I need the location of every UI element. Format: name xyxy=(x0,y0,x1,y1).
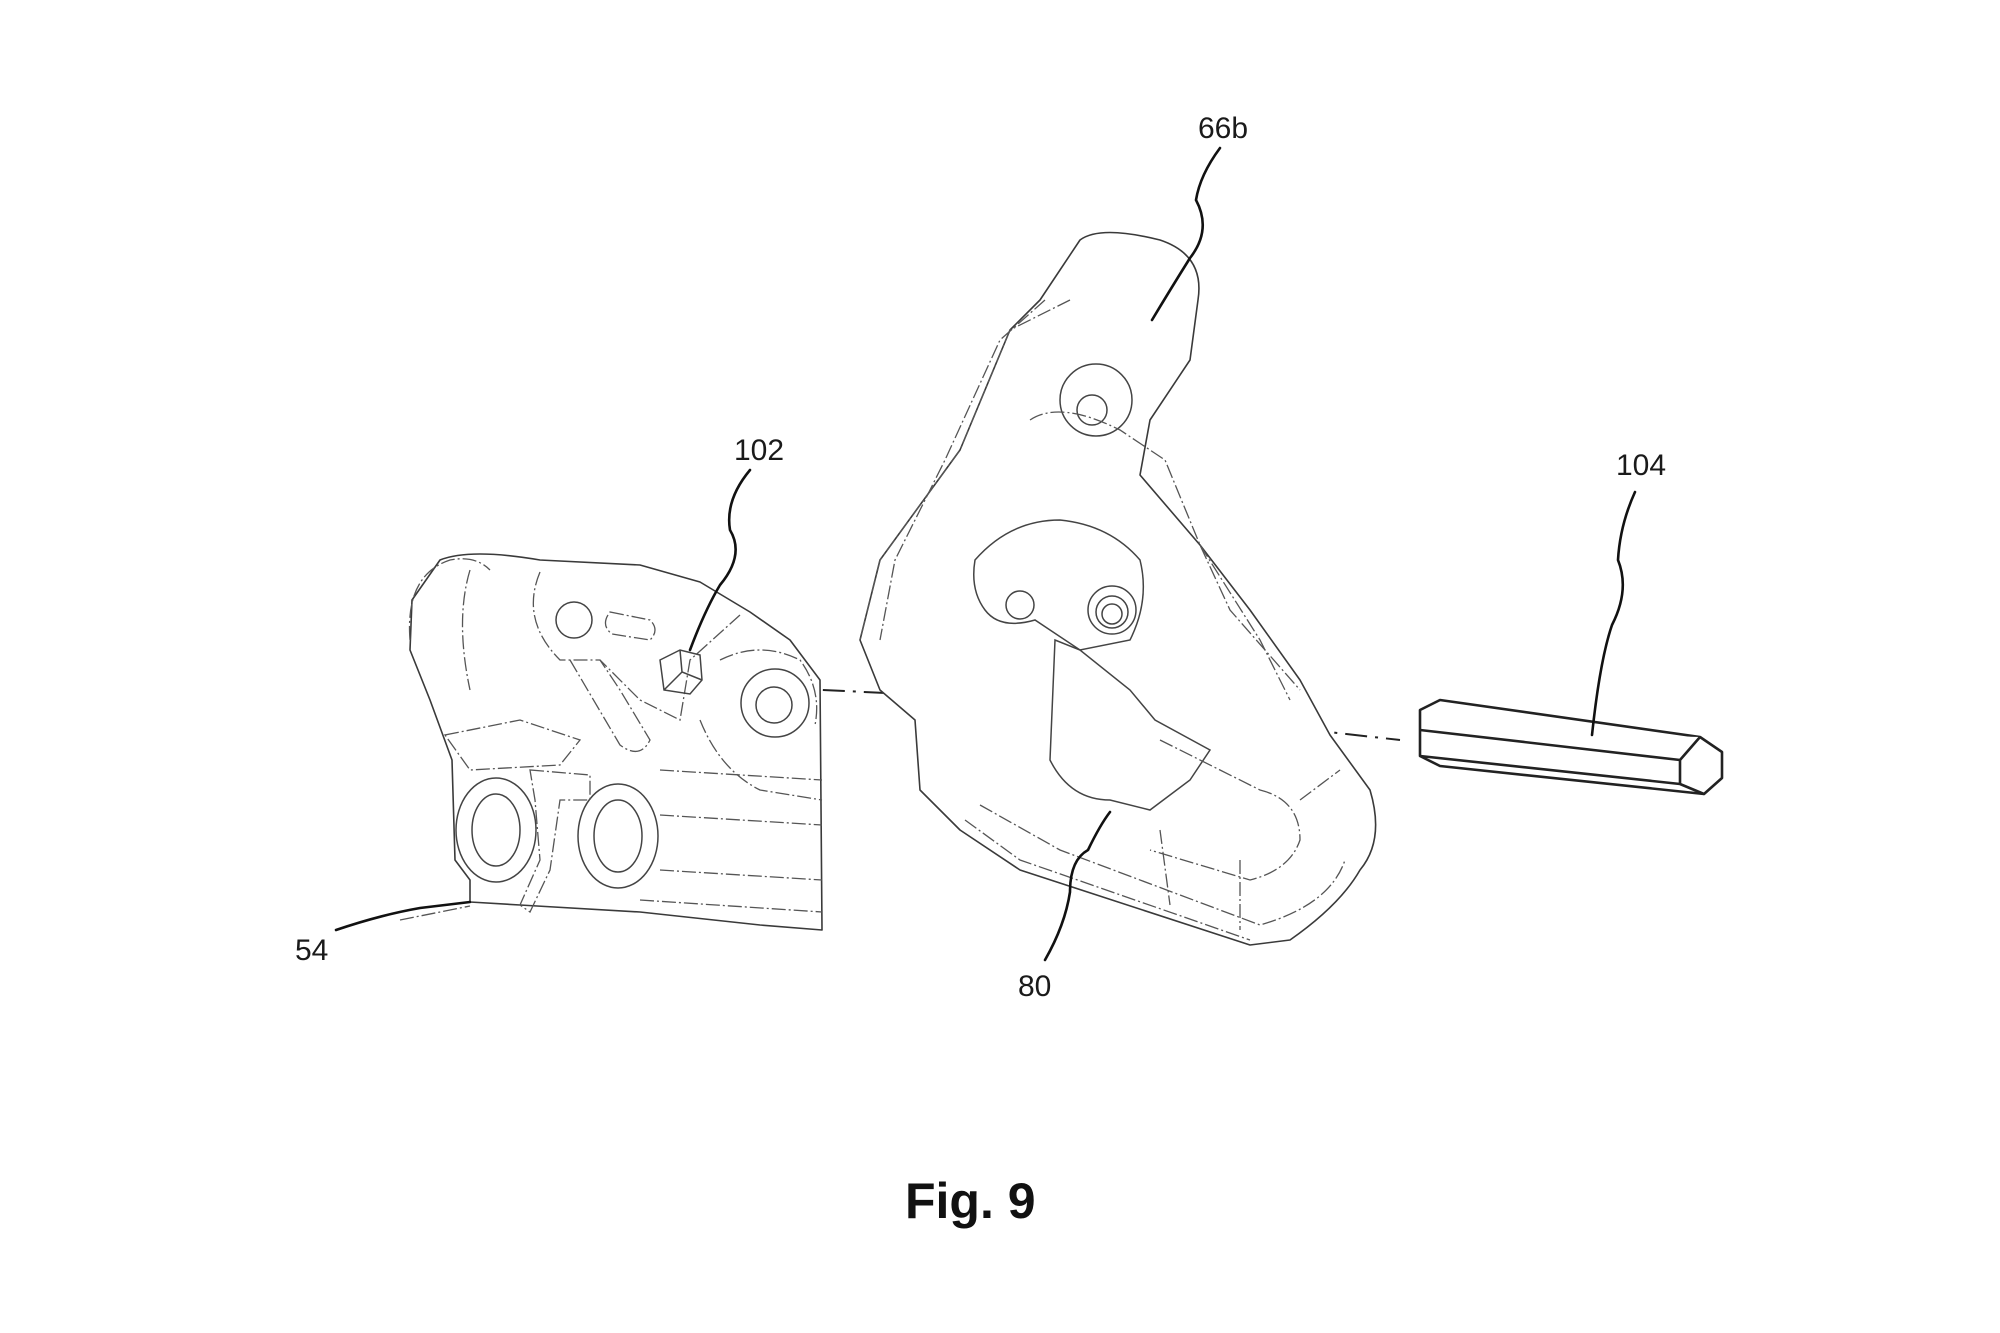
leader-104 xyxy=(1590,490,1637,737)
lever-pivot-hole xyxy=(1076,394,1108,426)
label-54: 54 xyxy=(295,934,328,967)
lever-part-66b xyxy=(859,231,1377,946)
figure-caption: Fig. 9 xyxy=(905,1173,1036,1229)
housing-boss xyxy=(740,668,810,738)
housing-hole xyxy=(555,601,593,639)
housing-part-54 xyxy=(399,553,823,931)
leader-80 xyxy=(1043,810,1112,962)
label-80: 80 xyxy=(1018,970,1051,1003)
housing-roller-left xyxy=(455,777,537,883)
lever-threaded-hole xyxy=(1087,585,1137,635)
lever-pivot-boss xyxy=(1059,363,1133,437)
hex-socket-102 xyxy=(659,649,703,695)
label-102: 102 xyxy=(734,434,784,467)
lever-small-hole xyxy=(1005,590,1035,620)
label-104: 104 xyxy=(1616,449,1666,482)
hex-pin-part-104 xyxy=(1418,698,1724,796)
leader-102 xyxy=(688,468,752,652)
leader-54 xyxy=(334,900,472,932)
label-66b: 66b xyxy=(1198,112,1248,145)
leader-66b xyxy=(1150,146,1222,322)
housing-roller-right xyxy=(577,783,659,889)
lever-recess-80 xyxy=(1049,638,1212,811)
